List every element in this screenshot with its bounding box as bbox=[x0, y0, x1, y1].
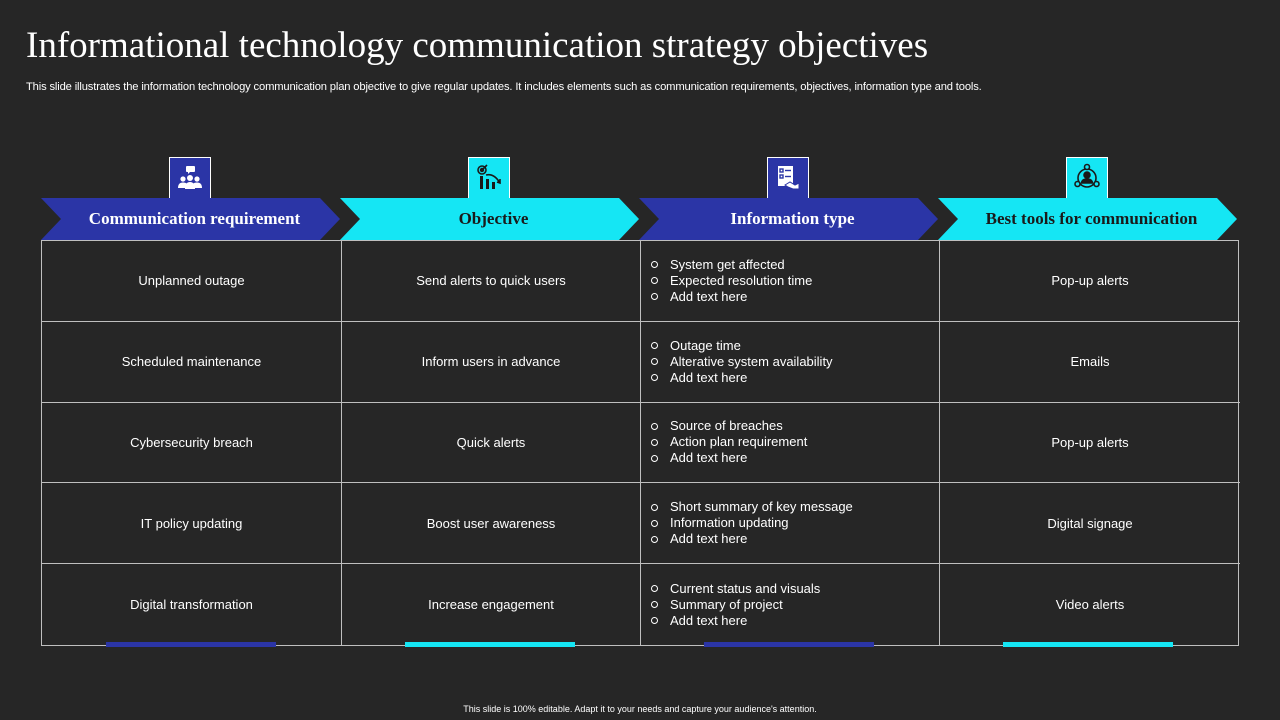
list-item: Expected resolution time bbox=[651, 273, 812, 289]
column-header-objective: Objective bbox=[340, 198, 639, 240]
list-item-text: Expected resolution time bbox=[670, 272, 813, 288]
table-cell-requirement: Cybersecurity breach bbox=[42, 402, 342, 484]
slide-title: Informational technology communication s… bbox=[26, 25, 929, 66]
bullet-icon bbox=[651, 438, 658, 446]
column-underline-info-type bbox=[704, 642, 874, 647]
bullet-icon bbox=[651, 277, 658, 285]
bullet-icon bbox=[651, 503, 658, 511]
table-cell-objective: Inform users in advance bbox=[342, 321, 641, 403]
bullet-icon bbox=[651, 374, 658, 382]
list-item: Add text here bbox=[651, 531, 853, 547]
list-item: Short summary of key message bbox=[651, 499, 853, 515]
list-item-text: Add text here bbox=[670, 531, 748, 547]
list-item: Outage time bbox=[651, 338, 833, 354]
table-cell-tool: Pop-up alerts bbox=[940, 241, 1240, 322]
network-user-icon bbox=[1066, 157, 1108, 199]
column-header-communication-requirement: Communication requirement bbox=[41, 198, 340, 240]
list-item-text: Add text here bbox=[670, 450, 748, 466]
table-cell-info-type: System get affected Expected resolution … bbox=[641, 241, 940, 322]
list-item-text: Outage time bbox=[670, 337, 741, 353]
team-chat-icon bbox=[169, 157, 211, 199]
table-cell-info-type: Current status and visuals Summary of pr… bbox=[641, 564, 940, 645]
list-item-text: Source of breaches bbox=[670, 418, 783, 434]
table-cell-tool: Video alerts bbox=[1055, 597, 1125, 613]
list-item: Alterative system availability bbox=[651, 354, 833, 370]
list-item-text: Alterative system availability bbox=[670, 353, 833, 369]
table-cell-tool: Emails bbox=[940, 322, 1240, 403]
list-item-text: Current status and visuals bbox=[670, 580, 821, 596]
target-chart-icon bbox=[468, 157, 510, 199]
info-type-list: Outage time Alterative system availabili… bbox=[651, 338, 833, 386]
column-underline-tools bbox=[1003, 642, 1173, 647]
list-item: Add text here bbox=[651, 370, 833, 386]
table-cell-info-type: Outage time Alterative system availabili… bbox=[641, 321, 940, 403]
bullet-icon bbox=[651, 293, 658, 301]
list-item: Add text here bbox=[651, 289, 812, 305]
table-cell-requirement: Scheduled maintenance bbox=[42, 321, 342, 403]
list-item-text: Add text here bbox=[670, 612, 748, 628]
table-cell-objective: Boost user awareness bbox=[342, 483, 641, 565]
list-item-text: Short summary of key message bbox=[670, 499, 853, 515]
bullet-icon bbox=[651, 535, 658, 543]
list-item: Action plan requirement bbox=[651, 434, 807, 450]
list-item: Current status and visuals bbox=[651, 581, 820, 597]
table-cell-tool: Digital signage bbox=[940, 483, 1240, 565]
table-cell-objective: Send alerts to quick users bbox=[342, 241, 641, 322]
bullet-icon bbox=[651, 617, 658, 625]
list-item-text: Add text here bbox=[670, 288, 748, 304]
table-cell-requirement: Unplanned outage bbox=[42, 241, 342, 322]
list-item: Summary of project bbox=[651, 597, 820, 613]
bullet-icon bbox=[651, 261, 658, 269]
bullet-icon bbox=[651, 358, 658, 366]
list-item-text: Add text here bbox=[670, 369, 748, 385]
info-type-list: Current status and visuals Summary of pr… bbox=[651, 581, 820, 629]
column-header-best-tools: Best tools for communication bbox=[938, 198, 1237, 240]
list-item-text: System get affected bbox=[670, 256, 785, 272]
slide-subtitle: This slide illustrates the information t… bbox=[26, 81, 982, 93]
bullet-icon bbox=[651, 519, 658, 527]
table-cell-info-type: Short summary of key message Information… bbox=[641, 483, 940, 565]
column-underline-objective bbox=[405, 642, 575, 647]
checklist-handshake-icon bbox=[767, 157, 809, 199]
table-cell-objective: Quick alerts bbox=[342, 402, 641, 484]
objectives-table: Unplanned outage Send alerts to quick us… bbox=[41, 240, 1240, 646]
bullet-icon bbox=[651, 585, 658, 593]
bullet-icon bbox=[651, 601, 658, 609]
info-type-list: System get affected Expected resolution … bbox=[651, 257, 812, 305]
table-cell-requirement: IT policy updating bbox=[42, 483, 342, 565]
column-header-information-type: Information type bbox=[639, 198, 938, 240]
bullet-icon bbox=[651, 454, 658, 462]
table-cell-tool: Pop-up alerts bbox=[940, 403, 1240, 484]
table-cell-info-type: Source of breaches Action plan requireme… bbox=[641, 402, 940, 484]
bullet-icon bbox=[651, 342, 658, 350]
list-item: Add text here bbox=[651, 450, 807, 466]
list-item: System get affected bbox=[651, 257, 812, 273]
table-cell-requirement: Digital transformation bbox=[42, 564, 342, 645]
list-item: Information updating bbox=[651, 515, 853, 531]
list-item: Add text here bbox=[651, 613, 820, 629]
table-cell-objective: Increase engagement bbox=[342, 564, 641, 645]
list-item: Source of breaches bbox=[651, 418, 807, 434]
list-item-text: Summary of project bbox=[670, 596, 783, 612]
info-type-list: Source of breaches Action plan requireme… bbox=[651, 418, 807, 466]
info-type-list: Short summary of key message Information… bbox=[651, 499, 853, 547]
list-item-text: Action plan requirement bbox=[670, 434, 808, 450]
list-item-text: Information updating bbox=[670, 515, 789, 531]
slide-footer: This slide is 100% editable. Adapt it to… bbox=[463, 704, 817, 714]
bullet-icon bbox=[651, 422, 658, 430]
column-underline-requirement bbox=[106, 642, 276, 647]
